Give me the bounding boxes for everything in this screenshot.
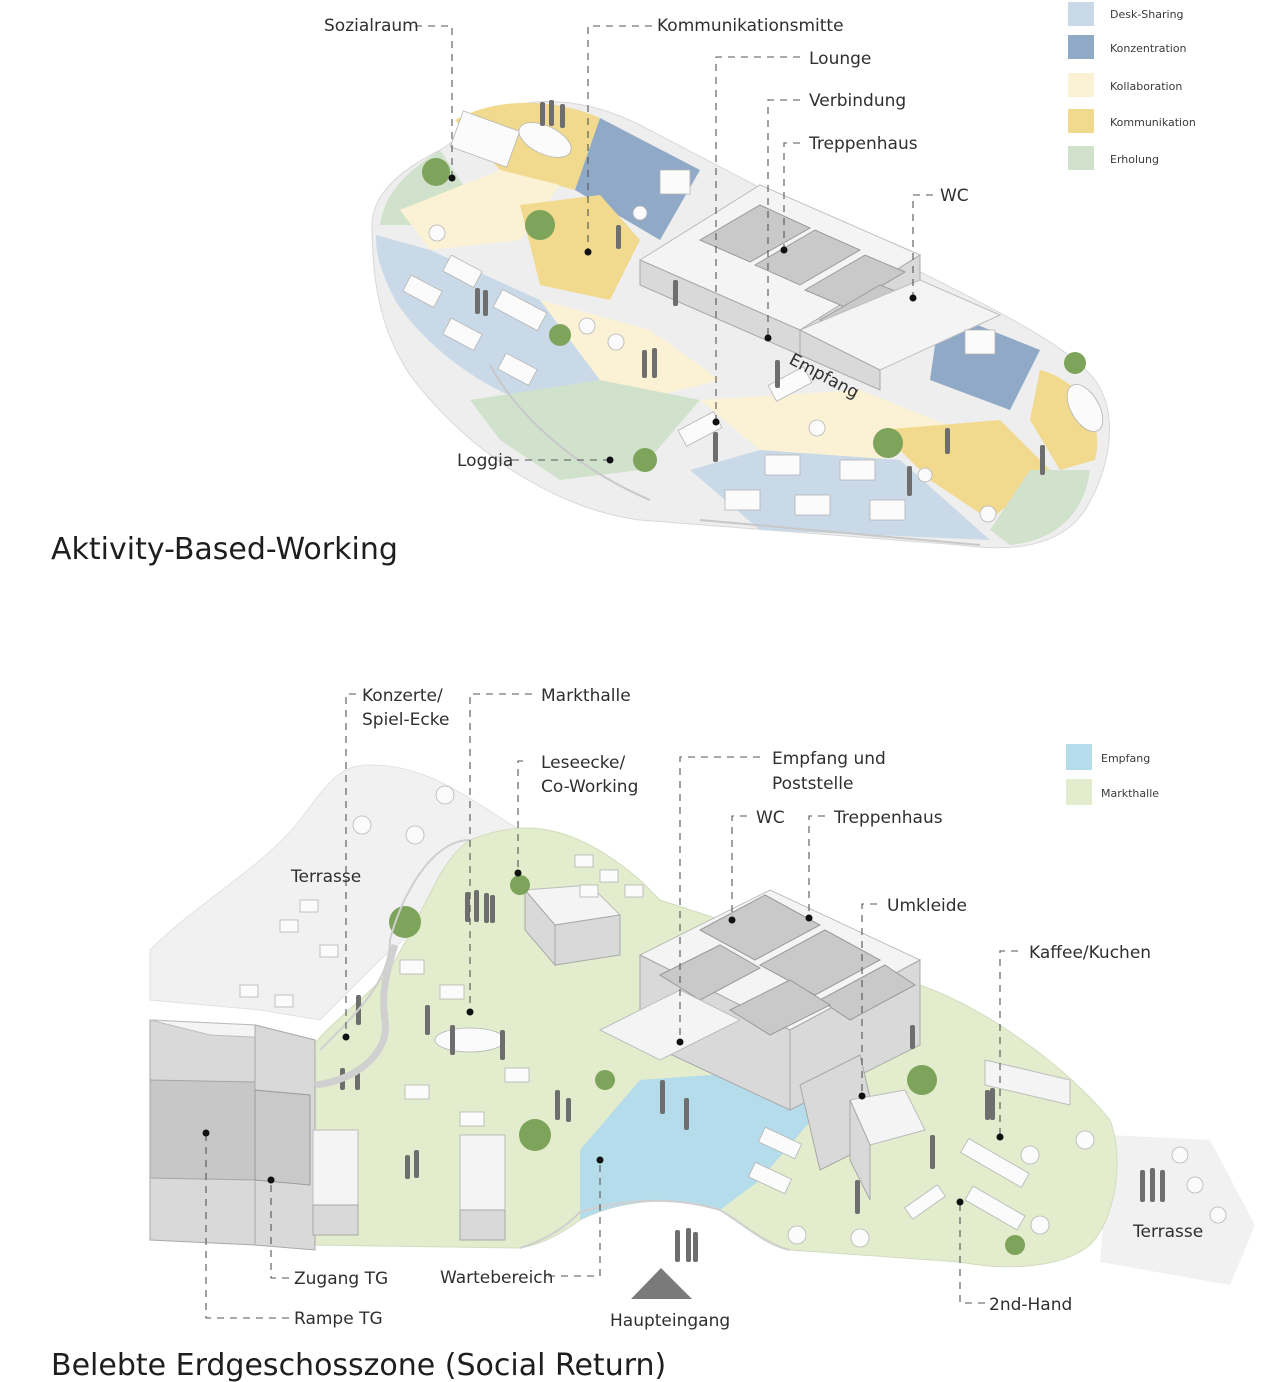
plant-icon (1064, 352, 1086, 374)
lower-terrace-right (1100, 1135, 1255, 1285)
upper-furniture (402, 110, 1104, 523)
lower-legend: Empfang Markthalle (1066, 744, 1159, 805)
lower-glass-facade (319, 839, 791, 1251)
label-wc: WC (940, 186, 969, 206)
plant-icon (549, 324, 571, 346)
lower-building-tg (149, 1019, 316, 1251)
label-umkleide: Umkleide (887, 896, 967, 916)
legend-label-empfang: Empfang (1101, 752, 1150, 765)
plant-icon (873, 428, 903, 458)
label-lounge: Lounge (809, 49, 871, 69)
label-markthalle: Markthalle (541, 686, 631, 706)
lower-plants (389, 875, 1025, 1255)
label-verbindung: Verbindung (809, 91, 906, 111)
label-treppenhaus-lower: Treppenhaus (833, 808, 943, 828)
label-treppenhaus: Treppenhaus (808, 134, 918, 154)
label-konzerte-line2: Spiel-Ecke (362, 710, 449, 730)
lower-floor-plan: Empfang Markthalle (51, 686, 1255, 1382)
label-empfang-line1: Empfang und (772, 749, 886, 769)
label-konzerte-line1: Konzerte/ (362, 686, 443, 706)
upper-legend: Desk-Sharing Konzentration Kollaboration… (1068, 2, 1196, 170)
label-haupteingang: Haupteingang (610, 1311, 730, 1331)
legend-label-desk-sharing: Desk-Sharing (1110, 8, 1184, 21)
legend-swatch-kommunikation (1068, 109, 1094, 133)
label-empfang-line2: Poststelle (772, 774, 853, 794)
label-loggia: Loggia (457, 451, 513, 471)
legend-label-erholung: Erholung (1110, 153, 1159, 166)
label-terrasse-right: Terrasse (1132, 1222, 1203, 1242)
lower-plan-title: Belebte Erdgeschosszone (Social Return) (51, 1348, 666, 1382)
plant-icon (519, 1119, 551, 1151)
lower-terrace-left (149, 764, 521, 1021)
legend-swatch-kollaboration (1068, 73, 1094, 97)
zone-kommunikation-far-right (1030, 370, 1098, 470)
label-kaffee-kuchen: Kaffee/Kuchen (1029, 943, 1151, 963)
label-kommunikationsmitte: Kommunikationsmitte (657, 16, 844, 36)
label-wc-lower: WC (756, 808, 785, 828)
label-wartebereich: Wartebereich (440, 1268, 553, 1288)
upper-plants (422, 158, 1086, 472)
plant-icon (633, 448, 657, 472)
label-2nd-hand: 2nd-Hand (989, 1295, 1072, 1315)
upper-floor-plan: Desk-Sharing Konzentration Kollaboration… (51, 2, 1196, 567)
upper-railing (489, 364, 981, 546)
lower-bench-curve (314, 943, 399, 1089)
label-leseecke-line2: Co-Working (541, 777, 638, 797)
lower-leaders (202, 693, 1018, 1319)
legend-label-kommunikation: Kommunikation (1110, 116, 1196, 129)
label-rampe-tg: Rampe TG (294, 1309, 383, 1329)
legend-label-kollaboration: Kollaboration (1110, 80, 1182, 93)
plant-icon (907, 1065, 937, 1095)
upper-core (638, 184, 1002, 391)
legend-swatch-empfang (1066, 744, 1092, 770)
legend-swatch-erholung (1068, 146, 1094, 170)
legend-label-konzentration: Konzentration (1110, 42, 1187, 55)
legend-swatch-markthalle (1066, 779, 1092, 805)
zone-konzentration-top (575, 118, 700, 240)
plant-icon (1005, 1235, 1025, 1255)
label-zugang-tg: Zugang TG (294, 1269, 388, 1289)
plant-icon (389, 906, 421, 938)
zone-empfang (580, 1070, 820, 1220)
lower-furniture (239, 785, 1227, 1248)
lower-people (340, 890, 1165, 1262)
legend-swatch-desk-sharing (1068, 2, 1094, 26)
label-terrasse-left: Terrasse (290, 867, 361, 887)
upper-people (475, 100, 1045, 496)
haupteingang-arrow-icon (631, 1268, 692, 1299)
zone-erholung-right (990, 470, 1090, 545)
plant-icon (595, 1070, 615, 1090)
zone-kommunikation-right (880, 420, 1050, 520)
label-leseecke-line1: Leseecke/ (541, 753, 625, 773)
zone-desk-left (376, 235, 600, 400)
legend-label-markthalle: Markthalle (1101, 787, 1159, 800)
plant-icon (422, 158, 450, 186)
upper-leaders (415, 25, 933, 464)
label-sozialraum: Sozialraum (324, 16, 419, 36)
plant-icon (510, 875, 530, 895)
plant-icon (525, 210, 555, 240)
upper-plan-title: Aktivity-Based-Working (51, 532, 398, 567)
legend-swatch-konzentration (1068, 35, 1094, 59)
